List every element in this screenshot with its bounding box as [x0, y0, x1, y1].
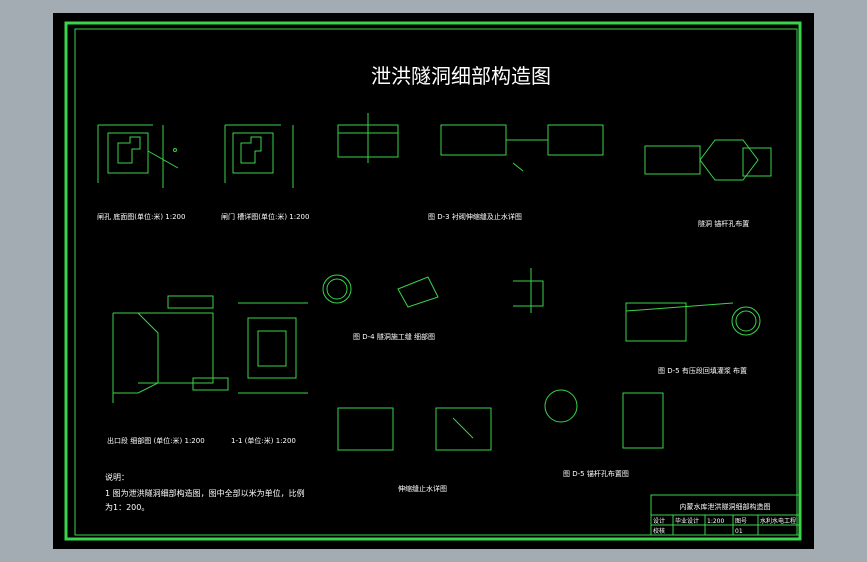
title-block-scale: 1:200 — [707, 518, 724, 525]
detail-exit — [112, 295, 229, 403]
title-block-designer: 毕业设计 — [675, 517, 699, 525]
notes-line-2: 为1：200。 — [105, 502, 149, 512]
title-block-check-label: 校核 — [653, 527, 665, 535]
caption-pressure-detail: 图 D-5 有压段回填灌浆 布置 — [658, 366, 747, 375]
title-block-designer-label: 设计 — [653, 517, 665, 525]
drawing-sheet: 泄洪隧洞细部构造图 闸孔 底面图(单位:米) 1:200 闸门 槽详图(单位:米… — [53, 13, 814, 549]
detail-pressure — [625, 302, 761, 342]
detail-lining-joint — [337, 113, 604, 172]
caption-crack-detail: 图 D-4 隧洞施工缝 细部图 — [353, 332, 435, 341]
caption-lining-joint: 图 D-3 衬砌伸缩缝及止水详图 — [428, 212, 522, 221]
caption-gate-slot: 闸门 槽详图(单位:米) 1:200 — [221, 212, 309, 221]
caption-hole-section: 闸孔 底面图(单位:米) 1:200 — [97, 212, 185, 221]
detail-waterstop — [337, 407, 492, 451]
title-block — [650, 494, 800, 536]
caption-waterstop: 伸缩缝止水详图 — [398, 484, 447, 493]
notes-heading: 说明： — [105, 472, 129, 482]
caption-section-11: 1-1 (单位:米) 1:200 — [231, 436, 296, 445]
title-block-project: 内蒙水库泄洪隧洞细部构造图 — [680, 502, 771, 511]
outer-frame — [64, 21, 802, 541]
title-block-school: 水利水电工程 — [760, 517, 796, 525]
title-block-drawing-label: 图号 — [735, 518, 747, 525]
caption-anchor-layout: 隧洞 锚杆孔布置 — [698, 219, 749, 228]
caption-exit-detail: 出口段 细部图 (单位:米) 1:200 — [107, 436, 205, 445]
cad-drawing: 泄洪隧洞细部构造图 闸孔 底面图(单位:米) 1:200 闸门 槽详图(单位:米… — [64, 21, 802, 541]
caption-anchor-hole: 图 D-5 锚杆孔布置图 — [563, 469, 629, 478]
detail-section-11 — [238, 302, 308, 394]
inner-frame — [74, 28, 798, 536]
drawing-title: 泄洪隧洞细部构造图 — [371, 64, 551, 88]
detail-anchor-layout — [644, 139, 772, 181]
detail-hole-section — [97, 124, 179, 188]
notes-line-1: 1 图为泄洪隧洞细部构造图，图中全部以米为单位，比例 — [105, 488, 305, 498]
detail-anchor-hole — [544, 389, 664, 449]
title-block-drawing-no: 01 — [735, 528, 743, 535]
detail-gate-slot — [224, 124, 294, 188]
detail-crack — [322, 268, 544, 313]
